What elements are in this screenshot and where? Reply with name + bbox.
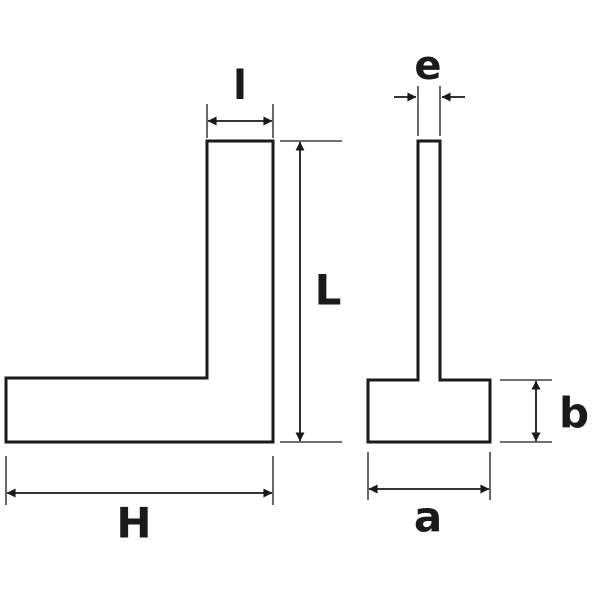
- t-profile-outline: [366, 139, 492, 444]
- label-H: H: [116, 499, 151, 548]
- dimension-e: e: [394, 43, 465, 136]
- label-b: b: [559, 389, 589, 438]
- label-l: l: [233, 63, 247, 109]
- dimension-H: H: [5, 456, 274, 548]
- label-e: e: [414, 43, 441, 89]
- dimension-b: b: [500, 379, 589, 443]
- dimension-a: a: [367, 452, 491, 542]
- l-shape-outline: [4, 139, 275, 444]
- dimension-L: L: [280, 140, 342, 443]
- label-a: a: [414, 493, 442, 542]
- label-L: L: [315, 266, 342, 315]
- dimension-l: l: [206, 63, 274, 138]
